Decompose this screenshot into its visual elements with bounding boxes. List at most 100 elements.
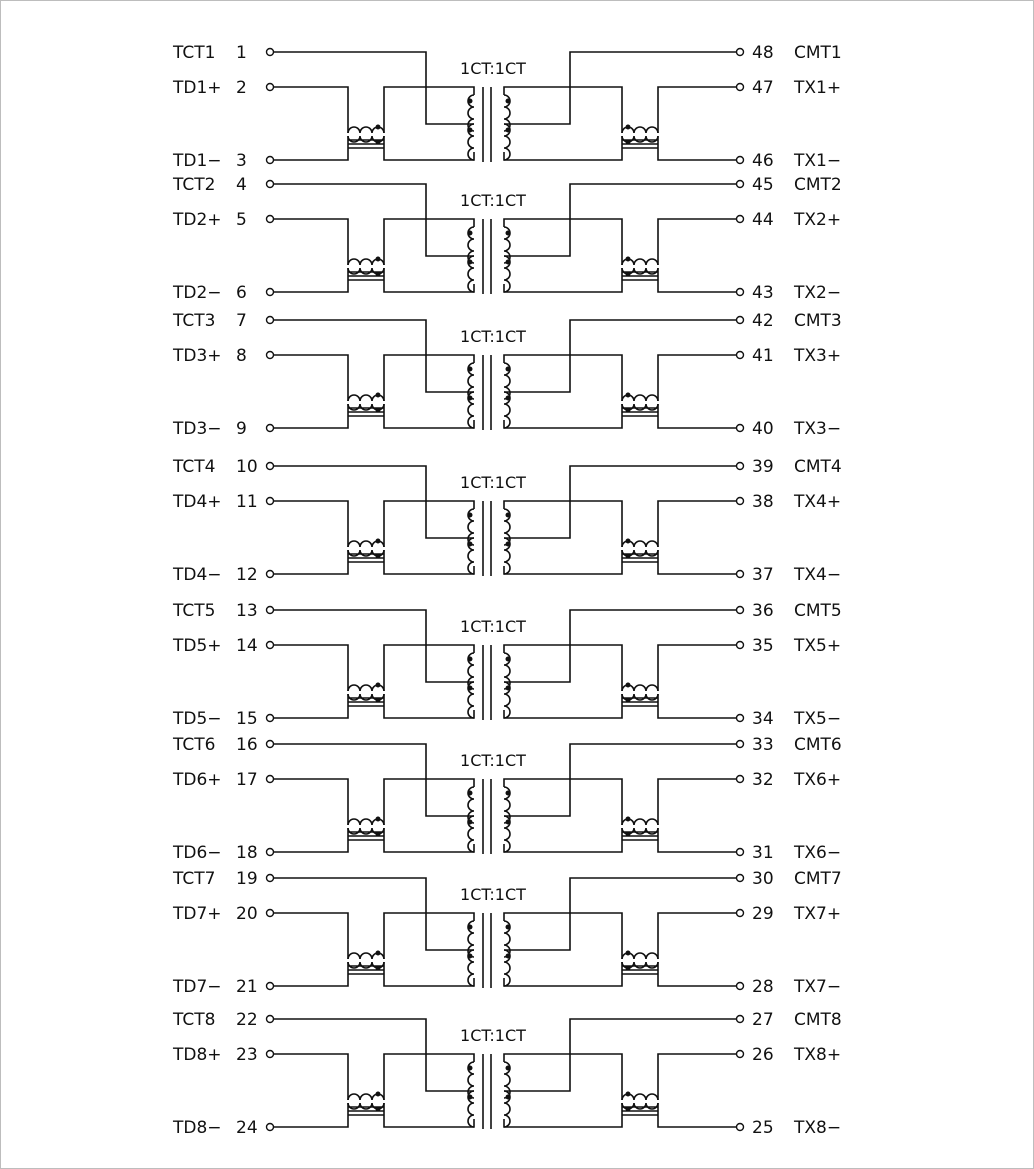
center-tap-wire: [274, 319, 474, 393]
left-signal-label: TCT3: [172, 311, 215, 331]
pin-terminal: [265, 179, 275, 189]
polarity-dot: [375, 271, 381, 277]
left-signal-label: TD7+: [172, 904, 222, 924]
pin-terminal: [735, 47, 745, 57]
plus-wire: [383, 500, 475, 547]
minus-wire: [657, 136, 736, 161]
polarity-dot: [467, 790, 473, 796]
pin-terminal: [735, 1014, 745, 1024]
pin-terminal: [735, 461, 745, 471]
minus-wire: [383, 694, 475, 719]
polarity-dot: [505, 230, 511, 236]
minus-wire: [383, 962, 475, 987]
pin-terminal: [265, 496, 275, 506]
polarity-dot: [625, 553, 631, 559]
left-pin-label: 24: [236, 1118, 258, 1138]
polarity-dot: [375, 124, 381, 130]
plus-wire: [657, 500, 736, 547]
left-signal-label: TD4+: [172, 492, 222, 512]
plus-wire: [274, 218, 349, 265]
left-signal-label: TD6−: [172, 843, 222, 863]
polarity-dot: [625, 831, 631, 837]
center-tap-wire: [504, 1018, 736, 1092]
right-signal-label: CMT6: [794, 735, 842, 755]
plus-wire: [503, 912, 623, 959]
center-tap-wire: [504, 319, 736, 393]
polarity-dot: [467, 259, 473, 265]
pin-terminal: [735, 569, 745, 579]
plus-wire: [657, 778, 736, 825]
pin-terminal: [735, 908, 745, 918]
center-tap-wire: [504, 743, 736, 817]
right-signal-label: TX2−: [793, 283, 841, 303]
polarity-dot: [505, 924, 511, 930]
left-signal-label: TD3+: [172, 346, 222, 366]
right-pin-label: 27: [752, 1010, 774, 1030]
minus-wire: [503, 550, 623, 575]
polarity-dot: [375, 256, 381, 262]
left-signal-label: TCT2: [172, 175, 215, 195]
right-pin-label: 37: [752, 565, 774, 585]
pin-terminal: [265, 873, 275, 883]
pin-terminal: [735, 774, 745, 784]
polarity-dot: [505, 259, 511, 265]
right-pin-label: 35: [752, 636, 774, 656]
pin-terminal: [735, 179, 745, 189]
left-signal-label: TD1−: [172, 151, 222, 171]
polarity-dot: [375, 965, 381, 971]
minus-wire: [503, 268, 623, 293]
plus-wire: [503, 218, 623, 265]
center-tap-wire: [274, 1018, 474, 1092]
right-signal-label: TX1−: [793, 151, 841, 171]
left-signal-label: TD8−: [172, 1118, 222, 1138]
plus-wire: [274, 912, 349, 959]
polarity-dot: [467, 1065, 473, 1071]
left-signal-label: TCT7: [172, 869, 215, 889]
right-signal-label: TX3+: [793, 346, 841, 366]
pin-terminal: [265, 350, 275, 360]
pin-terminal: [265, 739, 275, 749]
minus-wire: [657, 962, 736, 987]
minus-wire: [274, 550, 349, 575]
polarity-dot: [467, 819, 473, 825]
minus-wire: [503, 694, 623, 719]
right-pin-label: 30: [752, 869, 774, 889]
right-pin-label: 29: [752, 904, 774, 924]
right-signal-label: TX5+: [793, 636, 841, 656]
left-signal-label: TD5+: [172, 636, 222, 656]
polarity-dot: [375, 816, 381, 822]
left-pin-label: 19: [236, 869, 258, 889]
pin-terminal: [735, 981, 745, 991]
polarity-dot: [505, 127, 511, 133]
minus-wire: [657, 828, 736, 853]
pin-terminal: [265, 640, 275, 650]
polarity-dot: [625, 271, 631, 277]
right-signal-label: TX6+: [793, 770, 841, 790]
polarity-dot: [505, 512, 511, 518]
minus-wire: [274, 694, 349, 719]
right-pin-label: 38: [752, 492, 774, 512]
polarity-dot: [375, 1091, 381, 1097]
pin-terminal: [735, 739, 745, 749]
right-pin-label: 33: [752, 735, 774, 755]
minus-wire: [383, 404, 475, 429]
polarity-dot: [375, 553, 381, 559]
left-pin-label: 20: [236, 904, 258, 924]
right-signal-label: CMT1: [794, 43, 842, 63]
pin-terminal: [735, 423, 745, 433]
center-tap-wire: [274, 877, 474, 951]
left-pin-label: 3: [236, 151, 247, 171]
pin-terminal: [265, 82, 275, 92]
left-signal-label: TCT6: [172, 735, 215, 755]
polarity-dot: [467, 127, 473, 133]
left-pin-label: 1: [236, 43, 247, 63]
plus-wire: [657, 354, 736, 401]
plus-wire: [383, 1053, 475, 1100]
polarity-dot: [467, 366, 473, 372]
minus-wire: [657, 1103, 736, 1128]
polarity-dot: [467, 395, 473, 401]
